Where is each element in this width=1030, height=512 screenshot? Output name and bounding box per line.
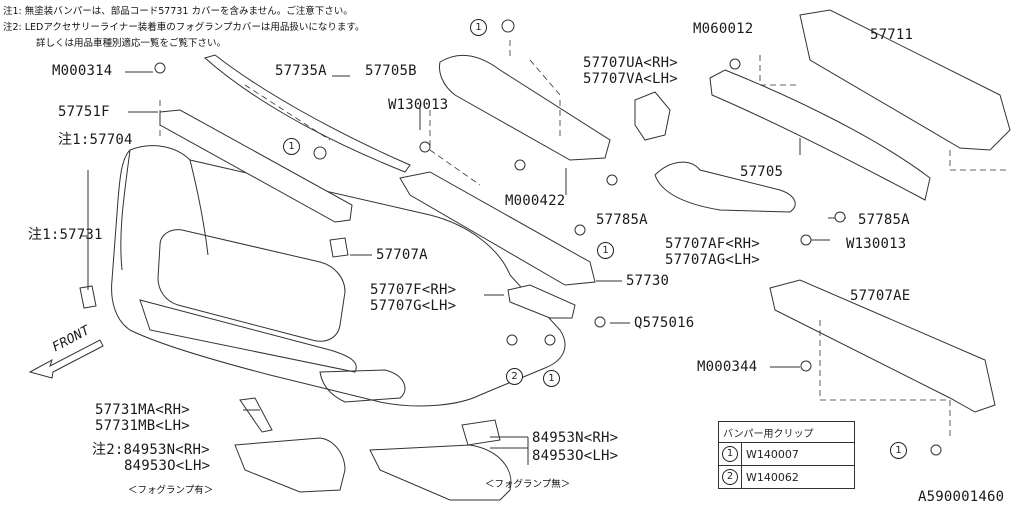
fog-lamp-bracket <box>461 419 501 446</box>
bumper-beam-57730 <box>399 171 596 286</box>
label-57707ua: 57707UA<RH> <box>583 55 678 71</box>
bumper-support-57705b <box>439 54 611 161</box>
label-57707va: 57707VA<LH> <box>583 71 678 87</box>
label-w130013-lower: W130013 <box>846 236 907 252</box>
label-84953o-without-fog: 84953O<LH> <box>532 448 619 464</box>
energy-absorber-57705 <box>709 69 931 201</box>
bumper-fog-pocket <box>319 369 406 403</box>
label-57735a: 57735A <box>275 63 327 79</box>
diagram-id: A590001460 <box>918 489 1005 505</box>
front-direction-arrow <box>28 339 104 379</box>
label-q575016: Q575016 <box>634 315 695 331</box>
reinforcement-57711 <box>799 9 1011 151</box>
upper-strip-57735a <box>203 54 411 173</box>
front-bumper-cover <box>111 145 566 407</box>
clip-mark-1: 1 <box>722 446 738 462</box>
caption-fog-lamp-without: ＜フォグランプ無＞ <box>485 479 571 490</box>
label-57707ag: 57707AG<LH> <box>665 252 760 268</box>
label-57730: 57730 <box>626 273 670 289</box>
label-57704: 注1:57704 <box>58 132 133 148</box>
bracket-57707af <box>654 161 796 213</box>
callout-1-right: 1 <box>890 442 907 459</box>
clip-code-2: W140062 <box>741 465 855 489</box>
label-57711: 57711 <box>870 27 914 43</box>
clip-table-header: バンパー用クリップ <box>718 421 855 443</box>
bumper-clip-table: バンパー用クリップ 1 W140007 2 W140062 <box>718 421 855 489</box>
bracket-57707ua <box>634 91 671 141</box>
bumper-lower-opening <box>139 299 357 373</box>
label-84953o-with-fog: 84953O<LH> <box>124 458 211 474</box>
label-57707g: 57707G<LH> <box>370 298 457 314</box>
bumper-grille-opening <box>157 229 346 342</box>
label-57705b: 57705B <box>365 63 417 79</box>
label-57707a: 57707A <box>376 247 428 263</box>
callout-1-top: 1 <box>470 19 487 36</box>
table-row: 2 W140062 <box>718 465 855 489</box>
callout-1-beam: 1 <box>597 242 614 259</box>
label-57731ma: 57731MA<RH> <box>95 402 190 418</box>
note-2: 注2: LEDアクセサリーライナー装着車のフォグランプカバーは用品扱いになります… <box>3 22 365 33</box>
label-m000314: M000314 <box>52 63 113 79</box>
label-57705: 57705 <box>740 164 784 180</box>
label-57785a-left: 57785A <box>596 212 648 228</box>
label-57707f: 57707F<RH> <box>370 282 457 298</box>
label-m000422: M000422 <box>505 193 566 209</box>
label-84953n-without-fog: 84953N<RH> <box>532 430 619 446</box>
note-2-continued: 詳しくは用品車種別適応一覧をご覧下さい。 <box>36 38 227 49</box>
garnish-57731ma <box>239 397 273 433</box>
fog-bezel-without-lamp <box>369 444 512 501</box>
label-57707af: 57707AF<RH> <box>665 236 760 252</box>
clip-mark-2: 2 <box>722 469 738 485</box>
bracket-57707f <box>507 284 576 319</box>
label-57731mb: 57731MB<LH> <box>95 418 190 434</box>
clip-code-1: W140007 <box>741 442 855 466</box>
callout-1-upper-strip: 1 <box>283 138 300 155</box>
label-57785a-right: 57785A <box>858 212 910 228</box>
caption-fog-lamp-with: ＜フォグランプ有＞ <box>128 485 214 496</box>
bracket-57707a <box>329 237 349 258</box>
fasteners <box>154 19 942 456</box>
label-57751f: 57751F <box>58 104 110 120</box>
lower-support-57707ae <box>769 279 996 413</box>
label-57707ae: 57707AE <box>850 288 911 304</box>
label-m060012: M060012 <box>693 21 754 37</box>
label-84953n-with-fog: 注2:84953N<RH> <box>92 442 210 458</box>
callout-2-lower: 2 <box>506 368 523 385</box>
table-row: 1 W140007 <box>718 442 855 466</box>
label-57731: 注1:57731 <box>28 227 103 243</box>
label-w130013-upper: W130013 <box>388 97 449 113</box>
fog-bezel-with-lamp <box>234 437 346 493</box>
note-1: 注1: 無塗装バンパーは、部品コード57731 カバーを含みません。ご注意下さい… <box>3 6 353 17</box>
callout-1-lower: 1 <box>543 370 560 387</box>
label-m000344: M000344 <box>697 359 758 375</box>
